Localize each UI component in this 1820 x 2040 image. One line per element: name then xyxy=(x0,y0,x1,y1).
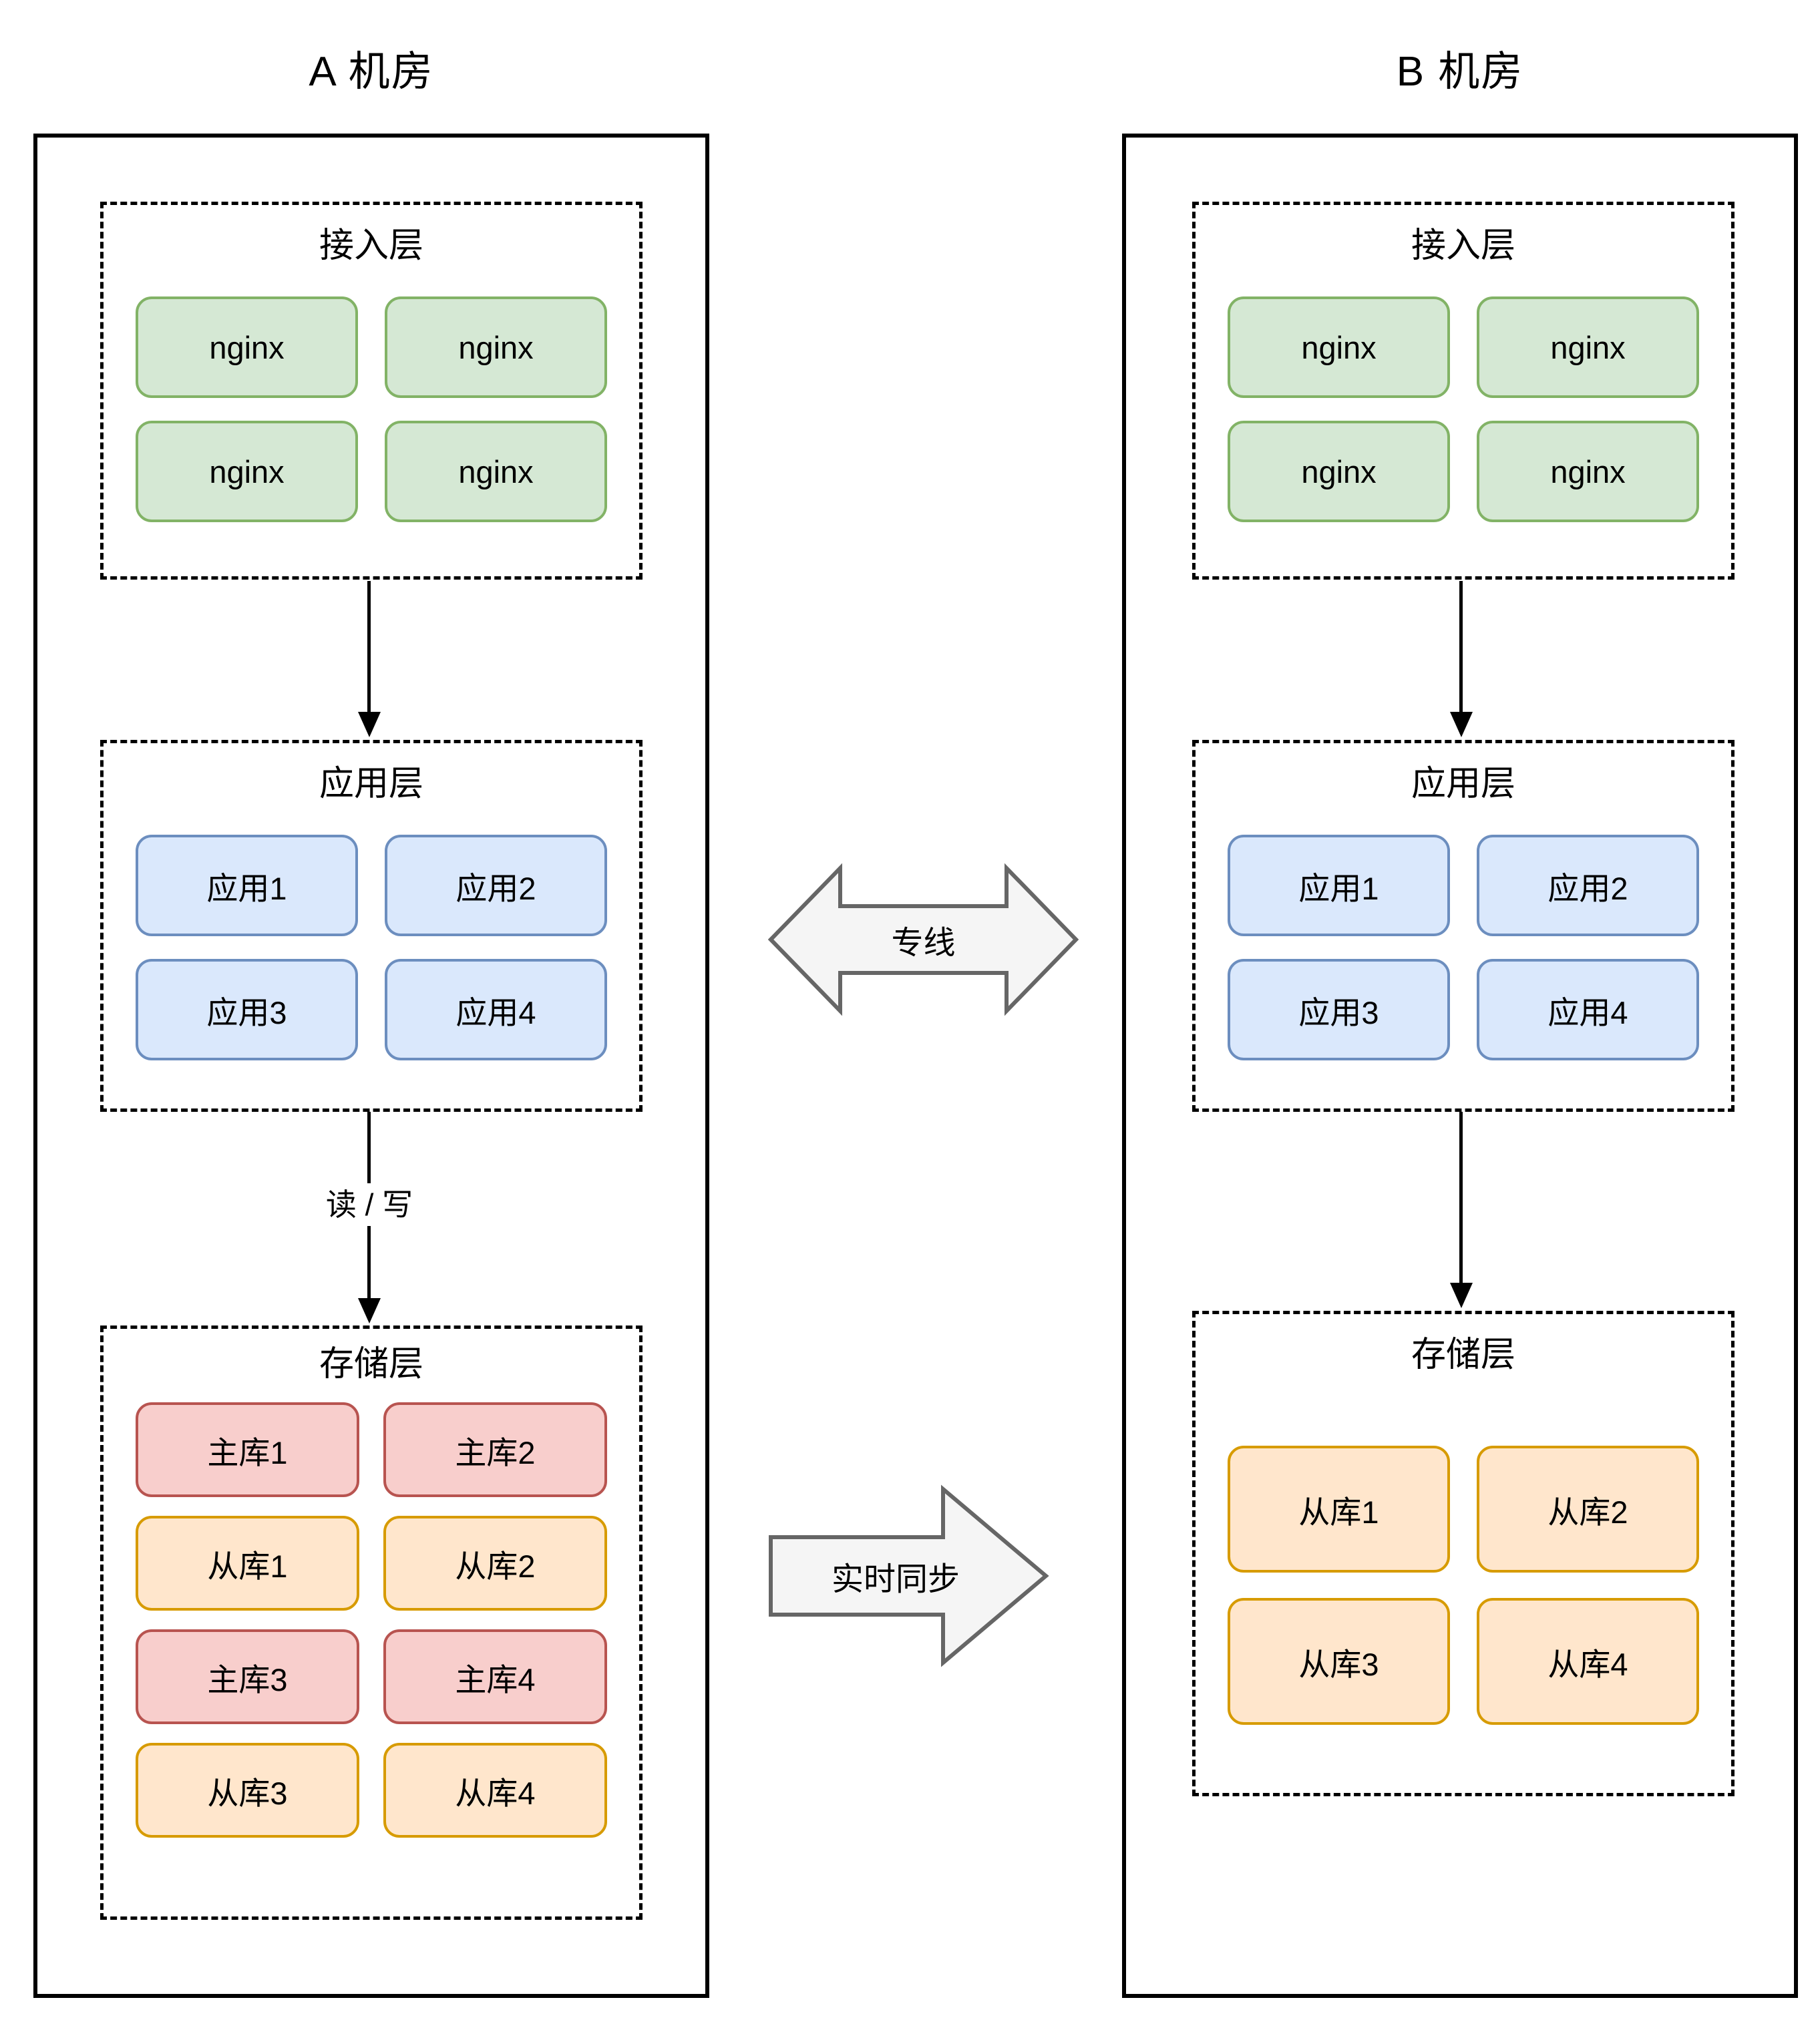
access-layer-a-nodes: nginx nginx nginx nginx xyxy=(104,296,639,522)
slave-db-node: 从库3 xyxy=(1228,1598,1450,1725)
app-layer-a-title: 应用层 xyxy=(319,765,423,803)
access-layer-b: 接入层 nginx nginx nginx nginx xyxy=(1192,202,1735,580)
app-layer-b-title: 应用层 xyxy=(1411,765,1515,803)
storage-layer-a-nodes: 主库1 主库2 从库1 从库2 主库3 主库4 从库3 从库4 xyxy=(104,1402,639,1838)
app-node: 应用2 xyxy=(385,835,607,936)
storage-layer-b: 存储层 从库1 从库2 从库3 从库4 xyxy=(1192,1311,1735,1796)
dedicated-line-arrow: 专线 xyxy=(768,840,1079,1039)
slave-db-node: 从库1 xyxy=(136,1516,359,1611)
app-node: 应用3 xyxy=(1228,959,1450,1060)
nginx-node: nginx xyxy=(1228,421,1450,522)
app-layer-b-nodes: 应用1 应用2 应用3 应用4 xyxy=(1196,835,1731,1060)
arrowhead-down-icon xyxy=(1450,1283,1473,1308)
slave-db-node: 从库4 xyxy=(383,1743,607,1838)
read-write-label: 读 / 写 xyxy=(316,1183,423,1226)
app-node: 应用1 xyxy=(136,835,358,936)
master-db-node: 主库1 xyxy=(136,1402,359,1497)
access-layer-b-nodes: nginx nginx nginx nginx xyxy=(1196,296,1731,522)
nginx-node: nginx xyxy=(136,296,358,398)
slave-db-node: 从库1 xyxy=(1228,1446,1450,1573)
nginx-node: nginx xyxy=(136,421,358,522)
nginx-node: nginx xyxy=(1477,421,1699,522)
double-arrow-icon xyxy=(768,863,1079,1016)
nginx-node: nginx xyxy=(1228,296,1450,398)
arrow-line xyxy=(367,581,371,713)
access-layer-a: 接入层 nginx nginx nginx nginx xyxy=(100,202,643,580)
master-db-node: 主库4 xyxy=(383,1629,607,1724)
storage-layer-b-nodes: 从库1 从库2 从库3 从库4 xyxy=(1196,1446,1731,1725)
app-node: 应用3 xyxy=(136,959,358,1060)
slave-db-node: 从库2 xyxy=(1477,1446,1699,1573)
slave-db-node: 从库2 xyxy=(383,1516,607,1611)
arrowhead-down-icon xyxy=(1450,712,1473,737)
master-db-node: 主库3 xyxy=(136,1629,359,1724)
datacenter-b-title: B 机房 xyxy=(1396,49,1524,95)
app-node: 应用1 xyxy=(1228,835,1450,936)
realtime-sync-label: 实时同步 xyxy=(831,1562,960,1597)
master-db-node: 主库2 xyxy=(383,1402,607,1497)
arrowhead-down-icon xyxy=(358,1298,381,1323)
arrowhead-down-icon xyxy=(358,712,381,737)
datacenter-a-title: A 机房 xyxy=(309,49,434,95)
app-layer-b: 应用层 应用1 应用2 应用3 应用4 xyxy=(1192,740,1735,1112)
app-layer-a-nodes: 应用1 应用2 应用3 应用4 xyxy=(104,835,639,1060)
arrow-line xyxy=(1459,1112,1463,1284)
realtime-sync-arrow: 实时同步 xyxy=(768,1472,1050,1679)
slave-db-node: 从库3 xyxy=(136,1743,359,1838)
right-arrow-icon xyxy=(769,1484,1049,1667)
app-node: 应用4 xyxy=(1477,959,1699,1060)
app-node: 应用2 xyxy=(1477,835,1699,936)
app-layer-a: 应用层 应用1 应用2 应用3 应用4 xyxy=(100,740,643,1112)
access-layer-b-title: 接入层 xyxy=(1411,226,1515,265)
storage-layer-a: 存储层 主库1 主库2 从库1 从库2 主库3 主库4 从库3 从库4 xyxy=(100,1325,643,1920)
nginx-node: nginx xyxy=(385,421,607,522)
storage-layer-b-title: 存储层 xyxy=(1411,1336,1515,1374)
storage-layer-a-title: 存储层 xyxy=(319,1345,423,1384)
app-node: 应用4 xyxy=(385,959,607,1060)
slave-db-node: 从库4 xyxy=(1477,1598,1699,1725)
access-layer-a-title: 接入层 xyxy=(319,226,423,265)
nginx-node: nginx xyxy=(385,296,607,398)
dedicated-line-label: 专线 xyxy=(891,926,956,961)
nginx-node: nginx xyxy=(1477,296,1699,398)
arrow-line xyxy=(1459,581,1463,713)
